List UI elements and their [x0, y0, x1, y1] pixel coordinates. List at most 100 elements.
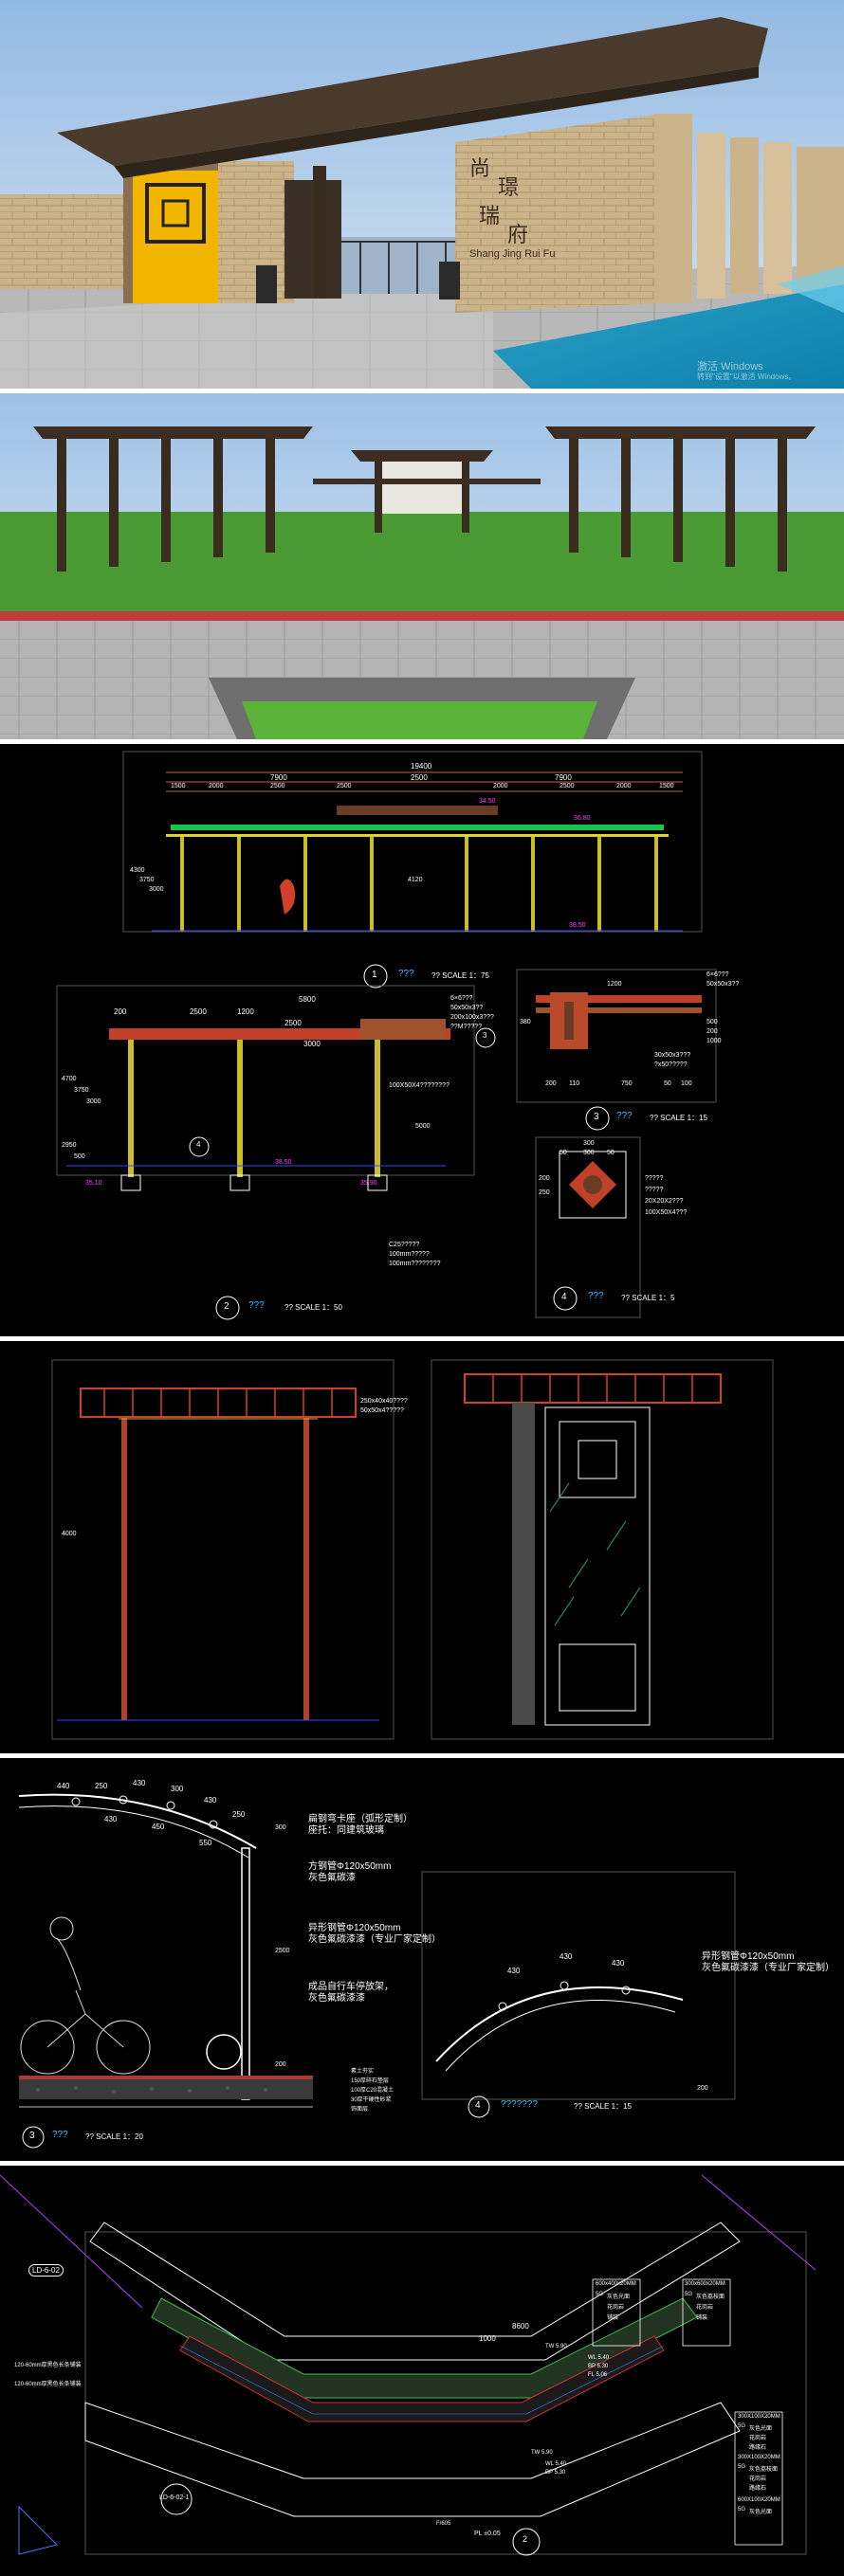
plan-legend-c-1: 300X100X20MM	[738, 2414, 780, 2420]
sec2-left-dim-1: 4700	[62, 1076, 77, 1082]
elev1-top-mark-2: 36.80	[574, 815, 591, 822]
det5-dim-2: 250x40x40????	[360, 1398, 408, 1405]
det4-callout-scale: ?? SCALE 1：5	[621, 1294, 675, 1302]
det6-callout4-title: ???????	[501, 2099, 538, 2110]
elev1-dim-row3-8: 1500	[659, 783, 674, 789]
pergola-drawings-sheet-1: 19400 7900 2500 7900 1500 2000 2500 2500…	[0, 744, 844, 1336]
det3-callout-scale: ?? SCALE 1：15	[650, 1114, 707, 1122]
plan-legend-c-5: 路缘石	[749, 2445, 767, 2451]
det4-side-dim-1: 200	[539, 1175, 550, 1182]
det3-bottom-dim-2: 110	[569, 1080, 580, 1087]
det6-note-4: 灰色氟碳漆	[308, 1873, 356, 1883]
det6-arc-dim-a-4: 300	[171, 1785, 184, 1793]
elev1-dim-row3-5: 2000	[493, 783, 508, 789]
elev1-mid-dim: 4120	[408, 877, 423, 883]
det6-arc-dim-c-1: 430	[507, 1967, 521, 1975]
plan-mark-6: WL 5.40	[545, 2461, 567, 2467]
sec2-tag-4: 4	[196, 1140, 201, 1149]
sec2-note-5: 100X50X4????????	[389, 1082, 450, 1089]
plan-legend-d-1: 300X100X20MM	[738, 2455, 780, 2460]
det6-callout4-scale: ?? SCALE 1：15	[574, 2102, 632, 2111]
plan-bottom-tag: 2	[523, 2534, 528, 2544]
plan-mark-7: BP 5.30	[545, 2470, 566, 2476]
det3-callout-number: 3	[594, 1112, 599, 1122]
det3-right-dim-3: 1000	[706, 1038, 722, 1044]
sec2-dim-2: 2500	[190, 1007, 207, 1016]
plan-legend-a-1: 600x400x20MM	[596, 2281, 636, 2287]
det6-base-note-3: 100厚C20混凝土	[351, 2088, 394, 2094]
plan-dim-1: 8600	[512, 2322, 529, 2331]
det6-note-1: 扁钢弯卡座（弧形定制）	[308, 1814, 413, 1824]
plan-legend-a-3: 灰色光面	[607, 2295, 631, 2300]
det4-callout-title: ???	[588, 1291, 604, 1301]
plan-left-note-2: 120-60mm厚黑色长条铺装	[14, 2382, 82, 2387]
det6-arc-dim-a-1: 440	[57, 1782, 70, 1790]
det3-right-dim-1: 500	[706, 1019, 718, 1025]
det4-side-dim-2: 250	[539, 1189, 550, 1196]
det6-vert-dim-3: 200	[275, 2061, 286, 2068]
det6-arc-dim-b-2: 450	[152, 1823, 165, 1831]
elev1-dim-total: 19400	[411, 762, 432, 771]
det6-arc-dim-a-3: 430	[133, 1779, 146, 1787]
sign-char-3: 瑞	[479, 205, 501, 228]
sec2-note-1: 6×6???	[450, 995, 473, 1002]
elev1-dim-row3-3: 2500	[270, 783, 285, 789]
det4-note-4: 100X50X4???	[645, 1209, 688, 1216]
plan-legend-a-5: 铺装	[607, 2315, 619, 2321]
det6-vert-dim-2: 2500	[275, 1948, 290, 1954]
det6-note-3: 方钢管Φ120x50mm	[308, 1861, 392, 1872]
sec2-callout-scale: ?? SCALE 1：50	[284, 1303, 342, 1312]
plan-legend-e-1: 600X100X20MM	[738, 2497, 780, 2503]
sec2-note-3: 200x100x3???	[450, 1014, 494, 1021]
plan-legend-b-4: 花岗岩	[696, 2305, 714, 2311]
sec2-note-6: C25?????	[389, 1242, 420, 1248]
elev1-dim-row3-4: 2500	[337, 783, 352, 789]
elev1-left-dim-3: 3000	[149, 886, 164, 893]
det6-right-note-1: 异形钢管Φ120x50mm	[702, 1951, 795, 1962]
bike-shelter-drawing	[18, 1793, 736, 2149]
det3-bottom-dim-5: 100	[681, 1080, 692, 1087]
sec2-left-dim-3: 3000	[86, 1098, 101, 1105]
sec2-note-8: 100mm????????	[389, 1261, 441, 1267]
sec2-note-4: ??M?????	[450, 1024, 483, 1030]
sec2-dim-4: 2500	[284, 1019, 302, 1027]
det6-note-6: 灰色氟碳漆漆（专业厂家定制）	[308, 1934, 441, 1945]
det4-top-dim-1: 300	[583, 1140, 595, 1147]
det6-base-note-1: 素土夯实	[351, 2069, 375, 2075]
det6-callout4-number: 4	[475, 2100, 481, 2111]
det4-note-3: 20X20X2???	[645, 1198, 684, 1205]
plan-bottom-label: PL ±0.05	[474, 2531, 501, 2537]
det3-left-dim: 380	[520, 1019, 531, 1025]
det6-bottom-dim: 200	[697, 2085, 708, 2092]
plan-mark-8: F/605	[436, 2521, 451, 2527]
det4-top-dim-4: 50	[607, 1150, 615, 1156]
gate-render: 尚 璟 瑞 府 Shang Jing Rui Fu 激活 Windows 转到"…	[0, 0, 844, 389]
elev1-dim-a: 7900	[270, 773, 287, 782]
sec2-elev-mark-1: 38.50	[275, 1159, 292, 1166]
plan-legend-e-3: 灰色光面	[749, 2510, 773, 2515]
sec2-mid-dim: 5000	[415, 1123, 431, 1130]
det6-note-8: 灰色氟碳漆漆	[308, 1993, 365, 2004]
det4-top-dim-3: 300	[583, 1150, 595, 1156]
sec2-dim-3: 1200	[237, 1007, 254, 1016]
det3-right-dim-2: 200	[706, 1028, 718, 1035]
elev1-dim-row3-1: 1500	[171, 783, 186, 789]
det6-arc-dim-a-2: 250	[95, 1782, 108, 1790]
plan-mark-5: TW 5.90	[531, 2450, 553, 2456]
elev1-left-dim-2: 3750	[139, 877, 155, 883]
sec2-callout-number: 2	[224, 1301, 229, 1312]
det6-note-5: 异形钢管Φ120x50mm	[308, 1923, 401, 1933]
elev1-dim-row3-6: 2500	[560, 783, 575, 789]
det3-bottom-dim-1: 200	[545, 1080, 557, 1087]
pergola-render	[0, 393, 844, 739]
sign-char-1: 尚	[469, 157, 491, 181]
det3-top-dim: 1200	[607, 981, 622, 988]
elev1-dim-row3-2: 2000	[209, 783, 224, 789]
det6-right-note-2: 灰色氟碳漆漆（专业厂家定制）	[702, 1963, 835, 1973]
elev1-callout-number: 1	[372, 970, 377, 980]
det6-base-note-4: 30厚干硬性砂浆	[351, 2097, 392, 2103]
det4-note-2: ?????	[645, 1187, 664, 1193]
plan-legend-d-2: 5G	[738, 2464, 746, 2470]
plan-legend-a-2: 5G	[596, 2292, 604, 2297]
plan-legend-c-4: 花岗岩	[749, 2436, 767, 2441]
